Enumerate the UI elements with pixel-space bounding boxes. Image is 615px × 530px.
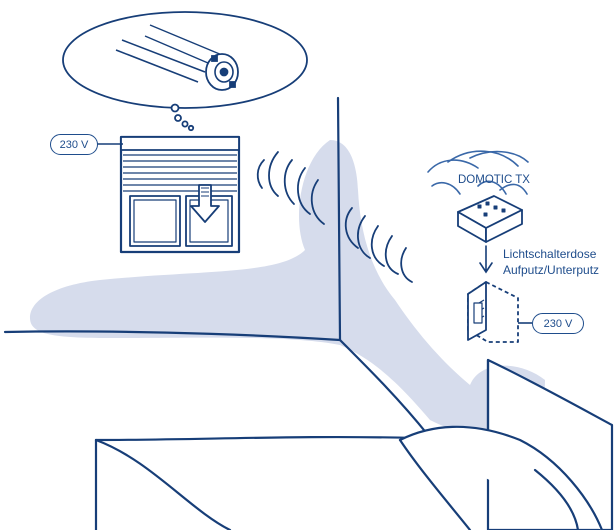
transmitter-module-icon	[458, 196, 522, 242]
box-label-line1: Lichtschalterdose	[503, 247, 596, 261]
roller-shutter-window	[121, 137, 239, 252]
switch-voltage-badge: 230 V	[532, 313, 584, 334]
transmitter-wires	[428, 151, 528, 194]
wall-switch-box-icon	[468, 282, 518, 342]
shutter-slats	[123, 155, 237, 191]
motor-voltage-badge: 230 V	[50, 134, 98, 155]
motor-thought-bubble	[63, 12, 307, 130]
bed-icon	[96, 360, 612, 530]
box-label-line2: Aufputz/Unterputz	[503, 263, 599, 277]
install-arrow	[480, 246, 492, 272]
transmitter-name-label: DOMOTIC TX	[458, 174, 530, 186]
